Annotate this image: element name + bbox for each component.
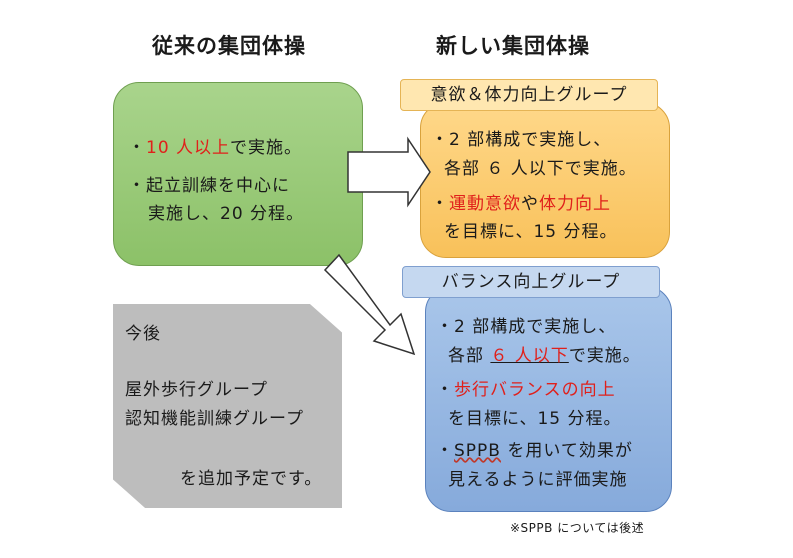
future-plans-box [113,304,342,508]
balance-group-box [425,286,672,512]
conventional-line-1: ・10 人以上で実施。 [128,138,303,158]
future-line-3: を追加予定です。 [180,469,323,489]
balance-line-4: を目標に、15 分程。 [448,409,622,429]
conventional-exercise-box [113,82,363,266]
balance-line-5: ・SPPB を用いて効果が [436,441,633,461]
balance-line-1: ・2 部構成で実施し、 [436,317,617,337]
motivation-line-3: ・運動意欲や体力向上 [431,194,611,214]
conventional-line-3: 実施し、20 分程。 [148,204,305,224]
heading-new: 新しい集団体操 [436,34,590,58]
balance-line-6: 見えるように評価実施 [448,470,628,490]
balance-group-title: バランス向上グループ [402,266,660,298]
motivation-line-4: を目標に、15 分程。 [444,222,618,242]
conventional-line-2: ・起立訓練を中心に [128,176,290,196]
balance-line-2: 各部 ６ 人以下で実施。 [448,346,641,366]
heading-conventional: 従来の集団体操 [152,34,306,58]
future-title: 今後 [125,324,161,344]
motivation-line-1: ・2 部構成で実施し、 [431,130,612,150]
future-line-2: 認知機能訓練グループ [125,409,304,429]
future-line-1: 屋外歩行グループ [125,380,268,400]
motivation-group-title: 意欲＆体力向上グループ [400,79,658,111]
footnote: ※SPPB については後述 [510,521,645,535]
balance-line-3: ・歩行バランスの向上 [436,380,616,400]
arrow-diagonal-icon [323,253,416,356]
arrow-right-icon [347,136,431,208]
motivation-line-2: 各部 ６ 人以下で実施。 [444,159,637,179]
highlight-10-people: 10 人以上 [146,138,231,158]
